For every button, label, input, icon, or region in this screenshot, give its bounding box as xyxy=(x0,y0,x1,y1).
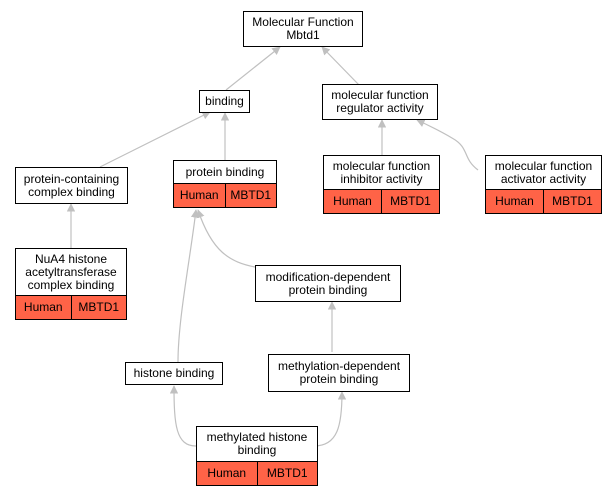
node-label: Molecular Function Mbtd1 xyxy=(252,15,354,42)
gene-cell: MBTD1 xyxy=(224,184,277,207)
edge-binding-to-molecular-function xyxy=(225,46,281,91)
node-label: methylation-dependent protein binding xyxy=(277,359,401,386)
edge-complex-binding-to-binding xyxy=(99,111,211,168)
annotation-row: Human MBTD1 xyxy=(197,461,317,485)
edge-histone-to-protein-binding xyxy=(177,209,200,363)
node-methylation-dependent-protein-binding[interactable]: methylation-dependent protein binding xyxy=(268,354,410,392)
node-modification-dependent-protein-binding[interactable]: modification-dependent protein binding xyxy=(255,265,401,302)
node-label: protein-containing complex binding xyxy=(23,171,120,199)
annotation-row: Human MBTD1 xyxy=(486,189,601,213)
node-label: protein binding xyxy=(185,164,265,179)
node-label: binding xyxy=(205,94,244,108)
gene-cell: MBTD1 xyxy=(256,462,318,485)
node-label: methylated histone binding xyxy=(206,430,308,457)
species-cell: Human xyxy=(207,466,247,480)
edge-regulator-to-molecular-function xyxy=(321,46,361,87)
species-cell: Human xyxy=(495,194,534,208)
node-molecular-function[interactable]: Molecular Function Mbtd1 xyxy=(243,11,363,47)
node-label: NuA4 histone acetyltransferase complex b… xyxy=(25,251,117,292)
node-protein-binding[interactable]: protein binding Human MBTD1 xyxy=(173,160,277,208)
species-cell: Human xyxy=(333,194,372,208)
node-molecular-function-inhibitor-activity[interactable]: molecular function inhibitor activity Hu… xyxy=(323,155,440,214)
node-nua4-histone-acetyltransferase-complex-binding[interactable]: NuA4 histone acetyltransferase complex b… xyxy=(15,248,127,320)
gene-cell: MBTD1 xyxy=(70,296,127,319)
node-label: molecular function inhibitor activity xyxy=(332,158,431,186)
gene-cell: MBTD1 xyxy=(543,190,601,213)
node-methylated-histone-binding[interactable]: methylated histone binding Human MBTD1 xyxy=(196,426,318,486)
annotation-row: Human MBTD1 xyxy=(324,189,439,213)
annotation-row: Human MBTD1 xyxy=(174,183,276,207)
node-label: histone binding xyxy=(133,366,215,380)
node-molecular-function-regulator-activity[interactable]: molecular function regulator activity xyxy=(322,84,438,120)
species-cell: Human xyxy=(23,300,63,314)
node-binding[interactable]: binding xyxy=(199,90,250,113)
node-protein-containing-complex-binding[interactable]: protein-containing complex binding xyxy=(15,167,128,204)
node-label: molecular function regulator activity xyxy=(331,88,429,115)
gene-cell: MBTD1 xyxy=(381,190,439,213)
node-label: modification-dependent protein binding xyxy=(265,269,391,297)
node-label: molecular function activator activity xyxy=(494,158,593,186)
edge-methylated-to-histone xyxy=(169,385,197,447)
node-molecular-function-activator-activity[interactable]: molecular function activator activity Hu… xyxy=(485,155,602,214)
edge-modification-to-protein-binding xyxy=(196,209,256,268)
species-cell: Human xyxy=(179,188,219,202)
edge-methylated-to-methylation xyxy=(313,391,347,447)
annotation-row: Human MBTD1 xyxy=(16,295,126,319)
node-histone-binding[interactable]: histone binding xyxy=(125,362,223,385)
edge-activator-to-regulator xyxy=(416,119,479,171)
